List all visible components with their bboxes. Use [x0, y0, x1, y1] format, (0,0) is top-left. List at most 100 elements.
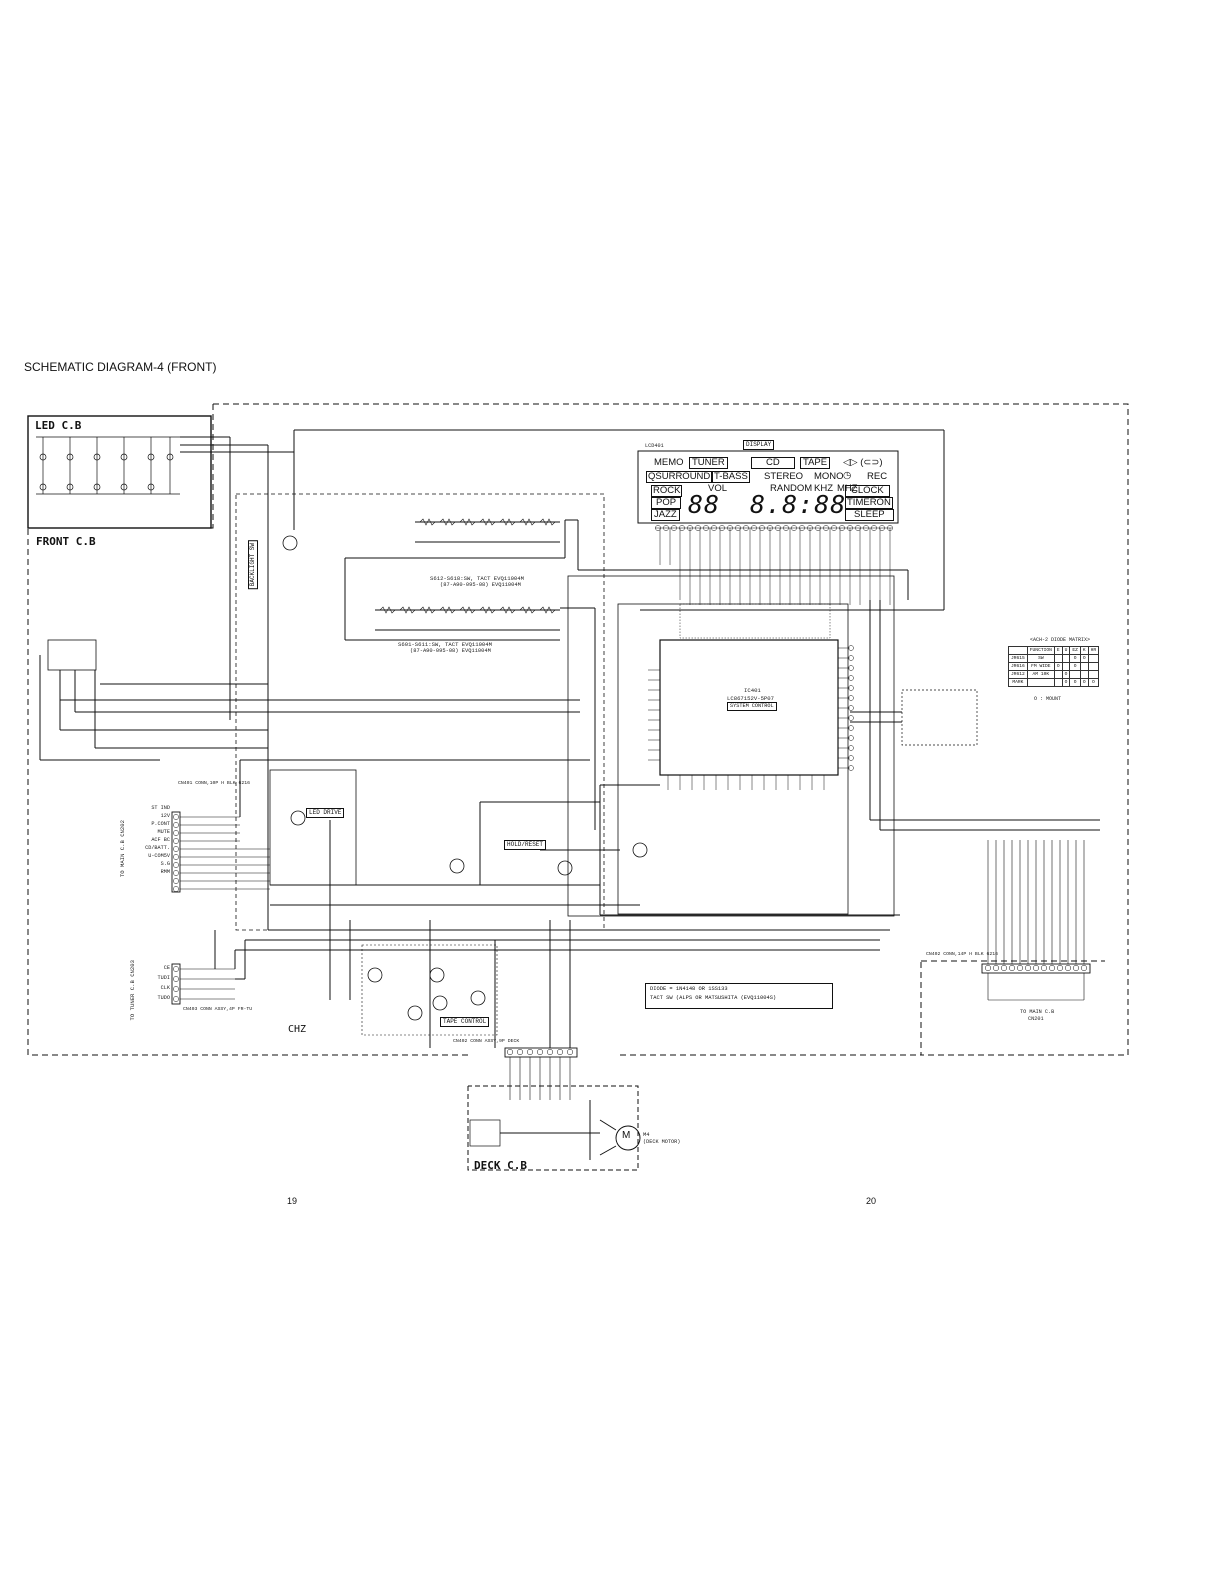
motor-label: (DECK MOTOR): [643, 1139, 681, 1145]
lcd-surround-text: SURROUND: [655, 471, 711, 482]
matrix-cell: JR612: [1008, 670, 1028, 679]
matrix-cell: [1026, 678, 1055, 687]
main-pin-label: ST IND: [151, 805, 170, 811]
lcd-digits-left: 88: [688, 490, 721, 519]
matrix-header-cell: EZ: [1069, 646, 1081, 655]
matrix-cell: AM 10K: [1026, 670, 1055, 679]
lcd-jazz: JAZZ: [651, 509, 680, 521]
matrix-title: <ACH-2 DIODE MATRIX>: [1030, 637, 1091, 643]
lcd-tuner: TUNER: [689, 457, 728, 469]
matrix-header-cell: E: [1053, 646, 1063, 655]
matrix-cell: FM WIDE: [1026, 662, 1055, 671]
matrix-note: O : MOUNT: [1034, 696, 1062, 702]
diode-note: DIODE = 1N4148 OR 1SS133 TACT SW (ALPS O…: [645, 983, 833, 1009]
lcd-ref: LCD401: [645, 443, 664, 449]
page-number-right: 20: [866, 1196, 877, 1206]
cn201-pin-circles: [984, 964, 1088, 972]
lcd-pin-circles: [655, 525, 893, 531]
main-pin-label: 12V: [160, 813, 170, 819]
lcd-mhz: MHZ: [837, 483, 858, 494]
tuner-pin-label: CLK: [160, 985, 170, 991]
hold-reset-label: HOLD/RESET: [504, 840, 547, 850]
matrix-cell: [1087, 654, 1100, 663]
to-tuner-label: TO TUNER C.B CN203: [129, 960, 136, 1021]
lcd-outline: [637, 450, 899, 524]
cn403-connector: [171, 963, 181, 1005]
matrix-cell: O: [1087, 678, 1100, 687]
matrix-header-cell: HR: [1087, 646, 1100, 655]
lcd-sleep: SLEEP: [845, 509, 894, 521]
matrix-cell: O: [1069, 662, 1081, 671]
ic-part: LC867152V-5P07: [727, 695, 774, 702]
lcd-random: RANDOM: [770, 483, 813, 494]
deck-board-label: DECK C.B: [474, 1159, 527, 1172]
lcd-tape: TAPE: [800, 457, 831, 469]
main-pin-label: S.G: [160, 861, 170, 867]
cn402-connector: [504, 1047, 578, 1058]
cn401-label: CN401 CONN,10P H BLK 6216: [178, 781, 250, 786]
matrix-cell: O: [1069, 678, 1081, 687]
matrix-cell: [1053, 654, 1063, 663]
front-board-label: FRONT C.B: [36, 535, 96, 548]
motor-symbol: [615, 1125, 641, 1151]
backlight-sw-label: BACKLIGHT SW: [248, 540, 258, 590]
ic-function: SYSTEM CONTROL: [727, 702, 777, 711]
matrix-cell: [1069, 670, 1081, 679]
lcd-rock: ROCK: [651, 485, 683, 497]
lcd-khz: KHZ: [814, 483, 833, 494]
lcd-q-icon: Q: [648, 471, 656, 482]
ic-right-pin-circles: [848, 645, 854, 771]
matrix-cell: O: [1053, 662, 1063, 671]
matrix-cell: [1079, 670, 1089, 679]
tape-control-label: TAPE CONTROL: [440, 1017, 490, 1027]
matrix-cell: O: [1079, 678, 1089, 687]
main-pin-label: CD/BATT.: [145, 845, 170, 851]
led-board-outline: [27, 415, 212, 529]
lcd-mono: MONO: [814, 471, 844, 482]
tuner-pin-label: TUDI: [157, 975, 170, 981]
chz-label: CHZ: [288, 1024, 307, 1035]
lcd-vol: VOL: [708, 483, 728, 494]
resistor-array-lower: [379, 606, 556, 614]
lcd-timeron: TIMERON: [845, 497, 893, 509]
matrix-cell: MARK: [1008, 678, 1028, 687]
switch-note-lower-part: (87-A90-095-08) EVQ11004M: [410, 648, 491, 654]
matrix-header-cell: K: [1079, 646, 1089, 655]
lcd-surround: QSURROUND: [646, 471, 713, 483]
matrix-cell: [1053, 678, 1063, 687]
cn403-label: CN403 CONN ASSY,4P FR-TU: [183, 1007, 253, 1012]
matrix-header-cell: U: [1061, 646, 1071, 655]
diode-note-line1: DIODE = 1N4148 OR 1SS133: [650, 986, 728, 992]
led-drive-label: LED DRIVE: [306, 808, 345, 818]
matrix-cell: [1061, 654, 1071, 663]
transistor-symbols: [282, 535, 648, 1021]
lcd-cd: CD: [751, 457, 795, 469]
page-number-left: 19: [287, 1196, 298, 1206]
led-board-label: LED C.B: [35, 419, 82, 432]
display-label: DISPLAY: [743, 440, 775, 450]
main-pin-label: P.CONT: [151, 821, 170, 827]
matrix-cell: O: [1069, 654, 1081, 663]
ic-ref: IC401: [744, 687, 761, 694]
matrix-cell: O: [1061, 670, 1071, 679]
matrix-header-cell: [1008, 646, 1028, 655]
deck-board-outline: [467, 1085, 639, 1171]
lcd-stereo: STEREO: [764, 471, 804, 482]
diode-note-line2: TACT SW (ALPS OR MATSUSHITA (EVQ11004S): [650, 995, 777, 1001]
lcd-panel: MEMO TUNER CD TAPE ◁▷ (⊂⊃) QSURROUND T-B…: [640, 453, 896, 521]
cn401-pin-circles: [173, 814, 179, 892]
led-diodes: [39, 437, 174, 494]
main-pin-label: MUTE: [157, 829, 170, 835]
cn402-label: CN402 CONN ASSY,9P DECK: [453, 1039, 520, 1044]
matrix-cell: O: [1061, 678, 1071, 687]
lcd-rec: REC: [867, 471, 888, 482]
switch-note-upper: S612-S618:SW, TACT EVQ11004M: [430, 575, 524, 582]
cn403-pin-circles: [173, 966, 179, 1002]
matrix-cell: O: [1079, 654, 1089, 663]
